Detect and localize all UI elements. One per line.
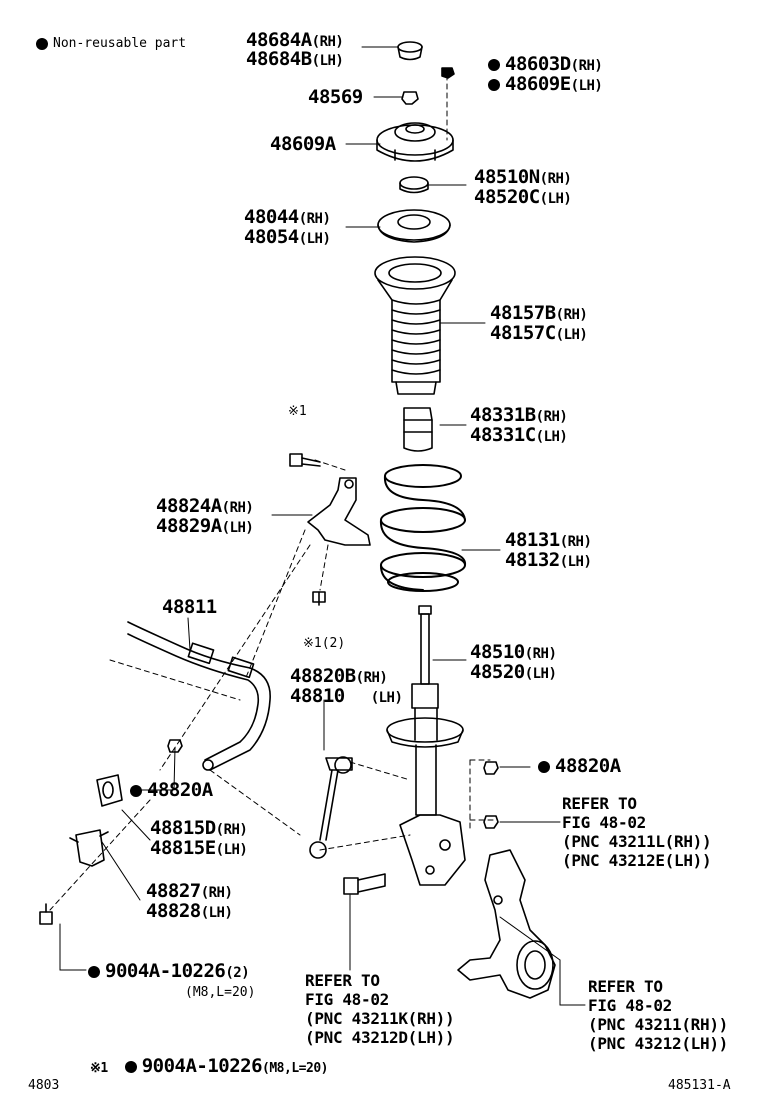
label-48331C: 48331C(LH) bbox=[470, 424, 568, 446]
coil-spring-48131 bbox=[379, 464, 467, 592]
nut-48820A-right bbox=[483, 761, 499, 775]
non-reusable-dot-icon bbox=[124, 1060, 137, 1073]
label-48829A: 48829A(LH) bbox=[156, 515, 254, 537]
label-48520: 48520(LH) bbox=[470, 661, 557, 683]
label-48609A: 48609A bbox=[270, 133, 336, 155]
stabilizer-bar-48811 bbox=[127, 621, 271, 771]
bolt-middle bbox=[312, 591, 326, 606]
label-48520C: 48520C(LH) bbox=[474, 186, 572, 208]
nut-48820A-left bbox=[167, 739, 183, 753]
label-48684A: 48684A(RH) bbox=[246, 29, 344, 51]
label-48044: 48044(RH) bbox=[244, 206, 331, 228]
bolt-9004A bbox=[39, 903, 53, 925]
bracket-48824 bbox=[307, 477, 371, 546]
label-48815D: 48815D(RH) bbox=[150, 817, 248, 839]
label-48820A-right: 48820A bbox=[538, 757, 621, 776]
non-reusable-dot-icon bbox=[488, 78, 500, 91]
nut-48569 bbox=[401, 91, 419, 105]
label-9004A: 9004A-10226(2) bbox=[88, 962, 250, 981]
bump-stopper-48331 bbox=[403, 407, 433, 452]
label-48054: 48054(LH) bbox=[244, 226, 331, 248]
label-48820A-left: 48820A bbox=[130, 781, 213, 800]
bolt-top bbox=[289, 453, 321, 467]
shock-absorber-48510 bbox=[386, 605, 466, 886]
footer-left-code: 4803 bbox=[28, 1078, 60, 1093]
label-9004A-spec: (M8,L=20) bbox=[185, 985, 256, 1000]
label-48131: 48131(RH) bbox=[505, 529, 592, 551]
spring-seat-48044 bbox=[377, 209, 451, 243]
label-48827: 48827(RH) bbox=[146, 880, 233, 902]
footer-note: ※1 9004A-10226(M8,L=20) bbox=[90, 1055, 328, 1077]
label-48811: 48811 bbox=[162, 596, 217, 618]
label-48820B: 48820B(RH) bbox=[290, 665, 388, 687]
dashed-guides bbox=[49, 74, 494, 911]
non-reusable-dot-icon bbox=[88, 965, 100, 978]
label-48609E: 48609E(LH) bbox=[488, 75, 603, 94]
footer-right-code: 485131-A bbox=[668, 1078, 731, 1093]
label-48331B: 48331B(RH) bbox=[470, 404, 568, 426]
nut-right bbox=[483, 815, 499, 829]
label-48810: 48810(LH) bbox=[290, 685, 403, 707]
refer-knuckle: REFER TO FIG 48-02 (PNC 43211(RH)) (PNC … bbox=[588, 977, 728, 1053]
label-48510N: 48510N(RH) bbox=[474, 166, 572, 188]
label-48510: 48510(RH) bbox=[470, 641, 557, 663]
label-48815E: 48815E(LH) bbox=[150, 837, 248, 859]
nut-48603D bbox=[441, 67, 455, 79]
label-48569: 48569 bbox=[308, 86, 363, 108]
legend-text: Non-reusable part bbox=[53, 36, 187, 51]
label-48684B: 48684B(LH) bbox=[246, 48, 344, 70]
bracket-48827 bbox=[69, 829, 109, 867]
legend: Non-reusable part bbox=[36, 37, 186, 50]
steering-knuckle bbox=[457, 849, 556, 999]
label-48157B: 48157B(RH) bbox=[490, 302, 588, 324]
label-48828: 48828(LH) bbox=[146, 900, 233, 922]
bushing-48815 bbox=[96, 774, 123, 807]
label-48824A: 48824A(RH) bbox=[156, 495, 254, 517]
mark1-top: ※1 bbox=[288, 404, 307, 419]
label-48157C: 48157C(LH) bbox=[490, 322, 588, 344]
non-reusable-dot-icon bbox=[36, 37, 48, 50]
bolt bbox=[343, 873, 386, 895]
non-reusable-dot-icon bbox=[130, 784, 142, 797]
stabilizer-link-48820B bbox=[309, 756, 353, 859]
bearing-48510N bbox=[399, 176, 429, 194]
non-reusable-dot-icon bbox=[488, 58, 500, 71]
label-48603D: 48603D(RH) bbox=[488, 55, 603, 74]
refer-bolt: REFER TO FIG 48-02 (PNC 43211K(RH)) (PNC… bbox=[305, 971, 455, 1047]
dust-cap-48684 bbox=[397, 41, 423, 61]
label-48132: 48132(LH) bbox=[505, 549, 592, 571]
bellows-48157 bbox=[374, 256, 456, 395]
non-reusable-dot-icon bbox=[538, 760, 550, 773]
mark1-mid: ※1(2) bbox=[303, 636, 346, 651]
refer-knuckle-top: REFER TO FIG 48-02 (PNC 43211L(RH)) (PNC… bbox=[562, 794, 712, 870]
strut-mount-48609A bbox=[376, 122, 454, 162]
